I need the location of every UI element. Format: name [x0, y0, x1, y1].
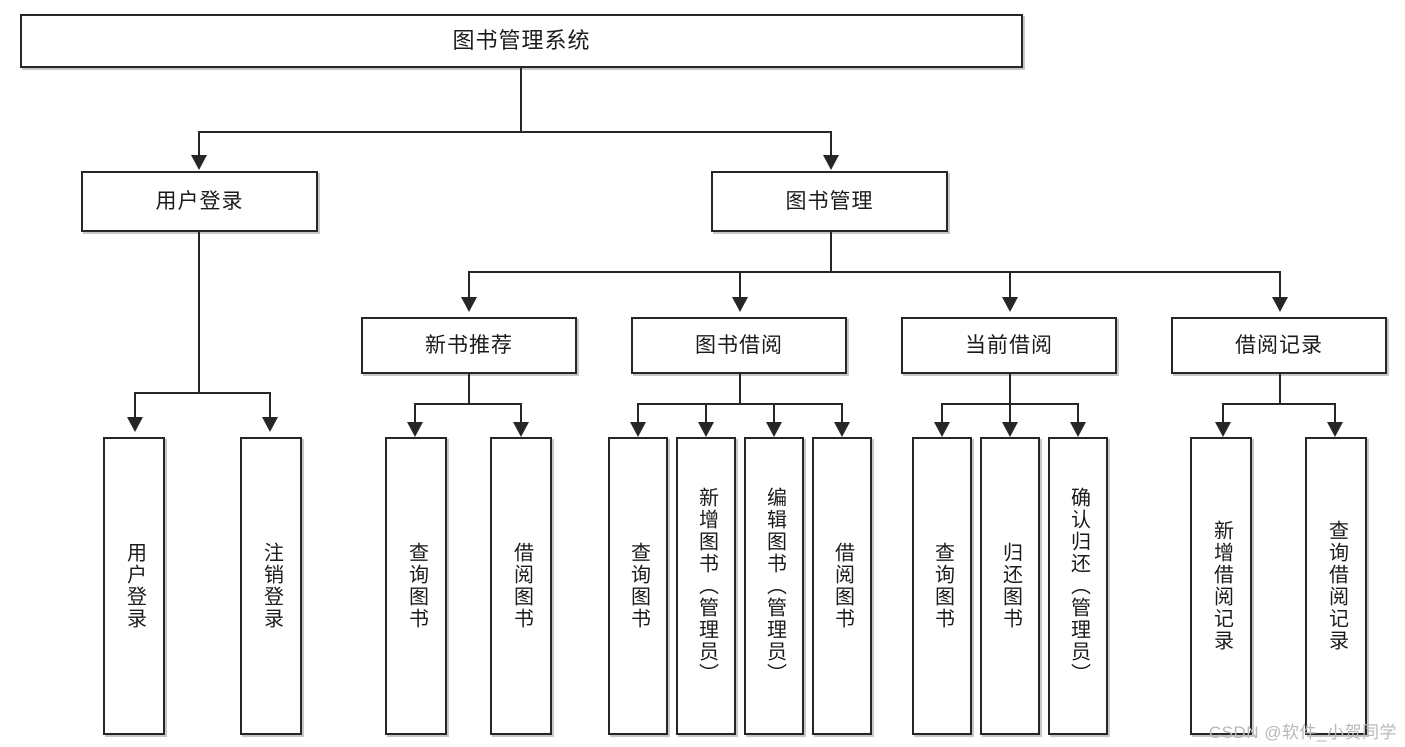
- connector-root-drop-2: [830, 131, 832, 157]
- node-label: 查询图书: [405, 542, 428, 630]
- connector-userlogin-drop-1: [134, 392, 136, 418]
- connector-bookborrow-drop-3: [773, 403, 775, 425]
- connector-userlogin-stem: [198, 232, 200, 393]
- node-label: 当前借阅: [965, 333, 1053, 357]
- node-label: 新书推荐: [425, 333, 513, 357]
- node-book-borrow[interactable]: 图书借阅: [631, 317, 847, 374]
- connector-currentborrow-drop-3: [1077, 403, 1079, 425]
- arrowhead-icon: [766, 422, 782, 437]
- arrowhead-icon: [1002, 297, 1018, 312]
- connector-bookborrow-drop-2: [705, 403, 707, 425]
- arrowhead-icon: [461, 297, 477, 312]
- connector-userlogin-drop-2: [269, 392, 271, 418]
- connector-bookborrow-stem: [739, 374, 741, 404]
- connector-bookmgmt-stem: [830, 232, 832, 272]
- node-label: 图书管理系统: [452, 27, 591, 53]
- connector-root-drop-1: [198, 131, 200, 157]
- leaf-query-book-borrow[interactable]: 查询图书: [608, 437, 668, 735]
- node-label: 确认归还（管理员）: [1067, 487, 1090, 685]
- node-root-book-management-system[interactable]: 图书管理系统: [20, 14, 1023, 68]
- connector-currentborrow-stem: [1009, 374, 1011, 404]
- connector-bookborrow-drop-4: [841, 403, 843, 425]
- node-label: 图书借阅: [695, 333, 783, 357]
- arrowhead-icon: [262, 417, 278, 432]
- connector-borrowrecord-drop-2: [1334, 403, 1336, 425]
- arrowhead-icon: [513, 422, 529, 437]
- leaf-logout[interactable]: 注销登录: [240, 437, 302, 735]
- node-label: 借阅记录: [1235, 333, 1323, 357]
- node-user-login[interactable]: 用户登录: [81, 171, 318, 232]
- leaf-add-book-admin[interactable]: 新增图书（管理员）: [676, 437, 736, 735]
- node-label: 借阅图书: [831, 542, 854, 630]
- arrowhead-icon: [823, 155, 839, 170]
- connector-newbook-bus: [414, 403, 522, 405]
- leaf-add-borrow-record[interactable]: 新增借阅记录: [1190, 437, 1252, 735]
- connector-borrowrecord-bus: [1222, 403, 1336, 405]
- connector-root-bus: [198, 131, 832, 133]
- arrowhead-icon: [127, 417, 143, 432]
- connector-bookborrow-drop-1: [637, 403, 639, 425]
- connector-newbook-stem: [468, 374, 470, 404]
- node-current-borrow[interactable]: 当前借阅: [901, 317, 1117, 374]
- arrowhead-icon: [1070, 422, 1086, 437]
- connector-newbook-drop-1: [414, 403, 416, 425]
- leaf-confirm-return-admin[interactable]: 确认归还（管理员）: [1048, 437, 1108, 735]
- node-borrow-record[interactable]: 借阅记录: [1171, 317, 1387, 374]
- connector-borrowrecord-stem: [1279, 374, 1281, 404]
- arrowhead-icon: [630, 422, 646, 437]
- arrowhead-icon: [732, 297, 748, 312]
- arrowhead-icon: [1272, 297, 1288, 312]
- node-label: 新增借阅记录: [1210, 520, 1233, 652]
- arrowhead-icon: [407, 422, 423, 437]
- connector-currentborrow-drop-2: [1009, 403, 1011, 425]
- node-label: 编辑图书（管理员）: [763, 487, 786, 685]
- connector-bookmgmt-drop-3: [1009, 271, 1011, 298]
- connector-newbook-drop-2: [520, 403, 522, 425]
- leaf-borrow-book[interactable]: 借阅图书: [812, 437, 872, 735]
- node-new-book-recommend[interactable]: 新书推荐: [361, 317, 577, 374]
- leaf-return-book[interactable]: 归还图书: [980, 437, 1040, 735]
- node-label: 注销登录: [260, 542, 283, 630]
- arrowhead-icon: [934, 422, 950, 437]
- arrowhead-icon: [834, 422, 850, 437]
- node-label: 图书管理: [785, 189, 874, 213]
- leaf-user-login[interactable]: 用户登录: [103, 437, 165, 735]
- connector-currentborrow-drop-1: [941, 403, 943, 425]
- arrowhead-icon: [698, 422, 714, 437]
- node-label: 用户登录: [123, 542, 146, 630]
- leaf-edit-book-admin[interactable]: 编辑图书（管理员）: [744, 437, 804, 735]
- node-label: 用户登录: [155, 189, 244, 213]
- arrowhead-icon: [1327, 422, 1343, 437]
- arrowhead-icon: [191, 155, 207, 170]
- leaf-query-book-recommend[interactable]: 查询图书: [385, 437, 447, 735]
- connector-bookmgmt-drop-2: [739, 271, 741, 298]
- arrowhead-icon: [1215, 422, 1231, 437]
- connector-borrowrecord-drop-1: [1222, 403, 1224, 425]
- node-label: 归还图书: [999, 542, 1022, 630]
- node-label: 借阅图书: [510, 542, 533, 630]
- connector-bookmgmt-drop-4: [1279, 271, 1281, 298]
- connector-root-stem: [520, 68, 522, 132]
- node-label: 查询借阅记录: [1325, 520, 1348, 652]
- leaf-query-book-current[interactable]: 查询图书: [912, 437, 972, 735]
- leaf-borrow-book-recommend[interactable]: 借阅图书: [490, 437, 552, 735]
- node-book-management[interactable]: 图书管理: [711, 171, 948, 232]
- connector-bookmgmt-bus: [468, 271, 1280, 273]
- node-label: 查询图书: [931, 542, 954, 630]
- connector-userlogin-bus: [134, 392, 271, 394]
- leaf-query-borrow-record[interactable]: 查询借阅记录: [1305, 437, 1367, 735]
- node-label: 新增图书（管理员）: [695, 487, 718, 685]
- connector-bookborrow-bus: [637, 403, 843, 405]
- connector-bookmgmt-drop-1: [468, 271, 470, 298]
- node-label: 查询图书: [627, 542, 650, 630]
- arrowhead-icon: [1002, 422, 1018, 437]
